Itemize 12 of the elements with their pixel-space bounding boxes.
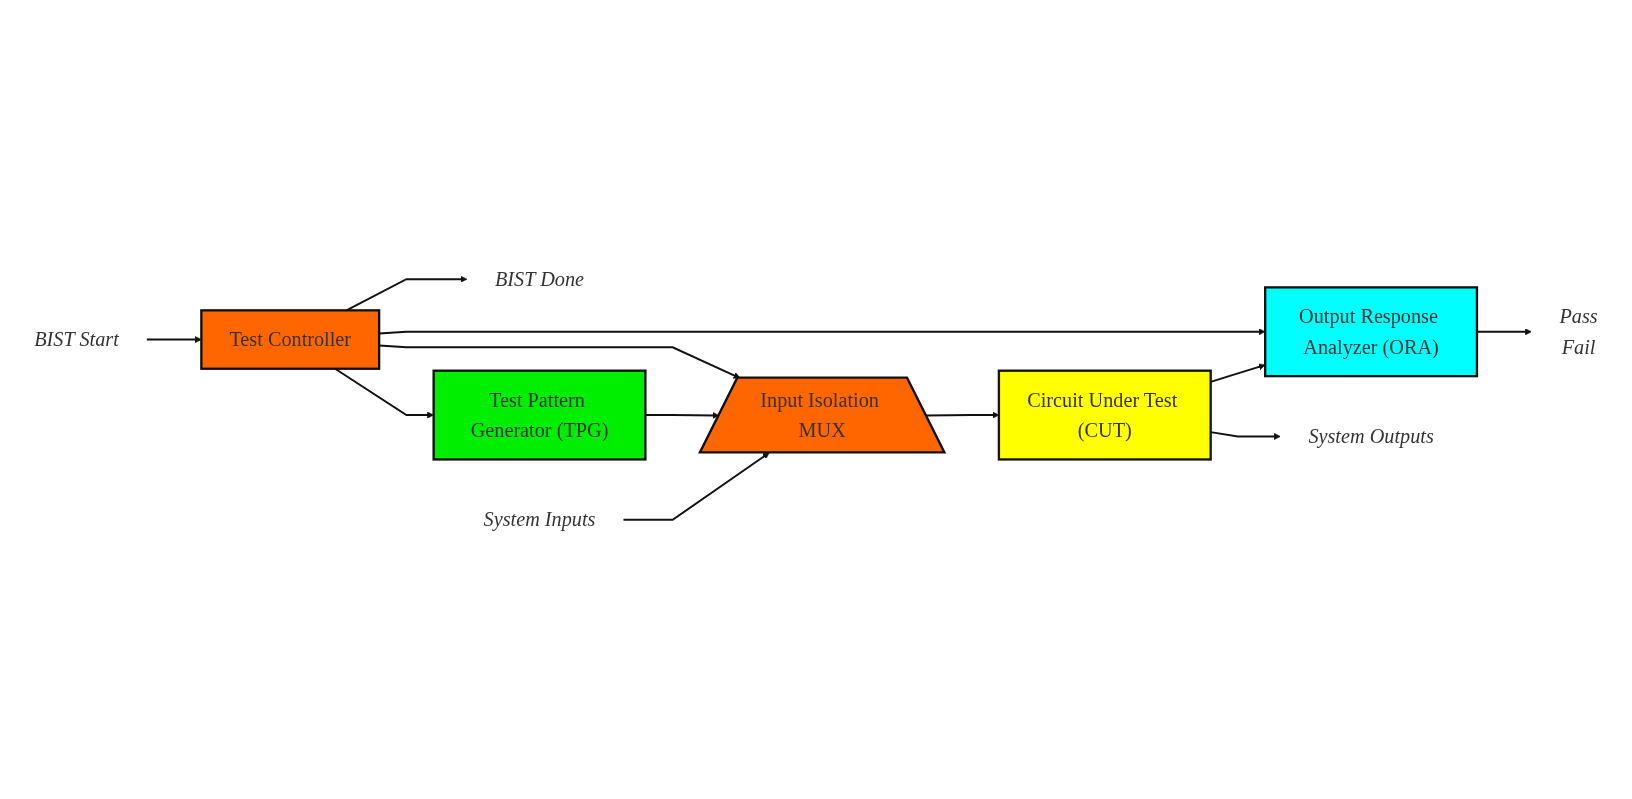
node-text: Pass Fail [1559,305,1598,359]
arrow [622,452,770,521]
arrow [1476,328,1532,336]
node-box: Test Pattern Generator (TPG) [432,369,647,461]
node-text: System Outputs [1308,425,1434,448]
arrow [145,336,202,343]
node-text: BIST Done [495,267,585,291]
node-box: Output Response Analyzer (ORA) [1264,286,1479,378]
node-text: System Inputs [483,508,596,532]
node-text: BIST Start [34,328,119,351]
node-box: Circuit Under Test (CUT) [997,369,1212,461]
node-box: Test Controller [200,309,381,370]
